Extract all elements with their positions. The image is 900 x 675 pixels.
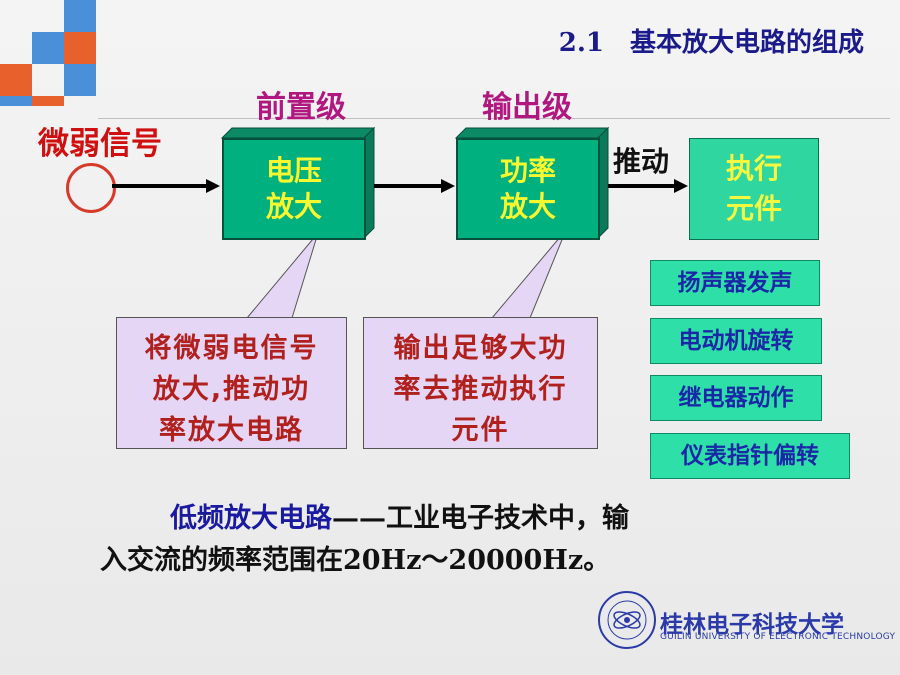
- power-amp-callout: 输出足够大功 率去推动执行 元件: [363, 317, 598, 449]
- voltage-amp-line2: 放大: [265, 190, 322, 223]
- corner-square: [64, 64, 96, 96]
- university-name: 桂林电子科技大学: [660, 611, 844, 638]
- callout-right-line3: 元件: [451, 415, 510, 446]
- paragraph-line2: 入交流的频率范围在20Hz～20000Hz。: [100, 545, 611, 576]
- university-english-name: GUILIN UNIVERSITY OF ELECTRONIC TECHNOLO…: [660, 632, 896, 642]
- corner-square: [32, 96, 64, 106]
- callout-left-line3: 率放大电路: [159, 415, 304, 446]
- executor-line2: 元件: [725, 192, 782, 225]
- voltage-amp-line1: 电压: [265, 154, 322, 187]
- pre-amp-stage-label: 前置级: [256, 90, 346, 125]
- voltage-amp-block: 电压 放大: [222, 138, 366, 240]
- output-stage-label: 输出级: [482, 90, 572, 125]
- callout-left-line1: 将微弱电信号: [144, 333, 319, 364]
- push-label: 推动: [613, 145, 670, 178]
- voltage-amp-callout: 将微弱电信号 放大,推动功 率放大电路: [116, 317, 347, 449]
- paragraph-line1: 低频放大电路——工业电子技术中，输: [100, 498, 800, 540]
- corner-square: [32, 32, 64, 64]
- power-amp-block: 功率 放大: [456, 138, 600, 240]
- slide-title: 2.1 基本放大电路的组成: [558, 28, 864, 58]
- power-amp-line1: 功率: [499, 154, 556, 187]
- callout-right-line2: 率去推动执行: [393, 374, 568, 405]
- effect-relay: 继电器动作: [650, 375, 822, 421]
- corner-square: [0, 96, 32, 106]
- corner-square: [0, 64, 32, 96]
- power-amp-line2: 放大: [499, 190, 556, 223]
- weak-signal-label: 微弱信号: [38, 126, 162, 162]
- paragraph-line1-rest: ——工业电子技术中，输: [332, 503, 629, 534]
- executor-block: 执行 元件: [689, 138, 819, 240]
- definition-paragraph: 低频放大电路——工业电子技术中，输 入交流的频率范围在20Hz～20000Hz。: [100, 498, 800, 582]
- callout-right-line1: 输出足够大功: [393, 333, 568, 364]
- corner-square: [64, 32, 96, 64]
- title-divider: [98, 118, 890, 119]
- corner-square: [64, 0, 96, 32]
- effect-motor: 电动机旋转: [650, 318, 822, 364]
- callout-left-line2: 放大,推动功: [152, 374, 311, 405]
- paragraph-highlight: 低频放大电路: [170, 503, 332, 534]
- executor-line1: 执行: [725, 152, 782, 185]
- effect-meter: 仪表指针偏转: [650, 433, 850, 479]
- effect-speaker: 扬声器发声: [650, 260, 820, 306]
